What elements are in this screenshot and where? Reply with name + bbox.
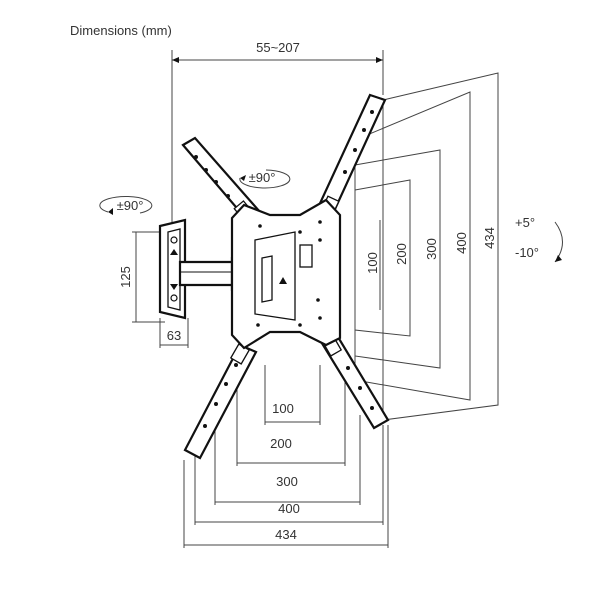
wall-plate-height-label: 125: [118, 266, 133, 288]
vesa-v-200: 200: [394, 243, 409, 265]
rotation-indicator: ±90°: [239, 169, 291, 189]
swivel-indicator: ±90°: [99, 195, 153, 215]
arm-extension-dimension: 55~207: [171, 40, 384, 222]
vesa-horizontal-dimensions: 100 200 300 400 434: [183, 365, 389, 548]
center-bracket-plate: [230, 198, 342, 350]
rotation-label: ±90°: [249, 170, 276, 185]
swivel-label: ±90°: [117, 198, 144, 213]
wall-plate: [158, 218, 187, 320]
vesa-v-100: 100: [365, 252, 380, 274]
tilt-up-label: +5°: [515, 215, 535, 230]
vesa-v-300: 300: [424, 238, 439, 260]
wall-plate-width-label: 63: [167, 328, 181, 343]
vesa-h-300: 300: [276, 474, 298, 489]
tilt-indicator: +5° -10°: [515, 215, 563, 263]
diagram-title: Dimensions (mm): [70, 23, 172, 38]
tilt-down-label: -10°: [515, 245, 539, 260]
vesa-v-400: 400: [454, 232, 469, 254]
wall-plate-dimensions: 125 63: [118, 231, 189, 348]
vesa-outline-rectangles: [354, 72, 499, 421]
bracket-x-arms: [181, 93, 390, 460]
vesa-h-100: 100: [272, 401, 294, 416]
vesa-h-434: 434: [275, 527, 297, 542]
vesa-v-434: 434: [482, 227, 497, 249]
vesa-h-200: 200: [270, 436, 292, 451]
vesa-vertical-dimensions: 100 200 300 400 434: [365, 78, 499, 402]
arm-extension-label: 55~207: [256, 40, 300, 55]
vesa-h-400: 400: [278, 501, 300, 516]
